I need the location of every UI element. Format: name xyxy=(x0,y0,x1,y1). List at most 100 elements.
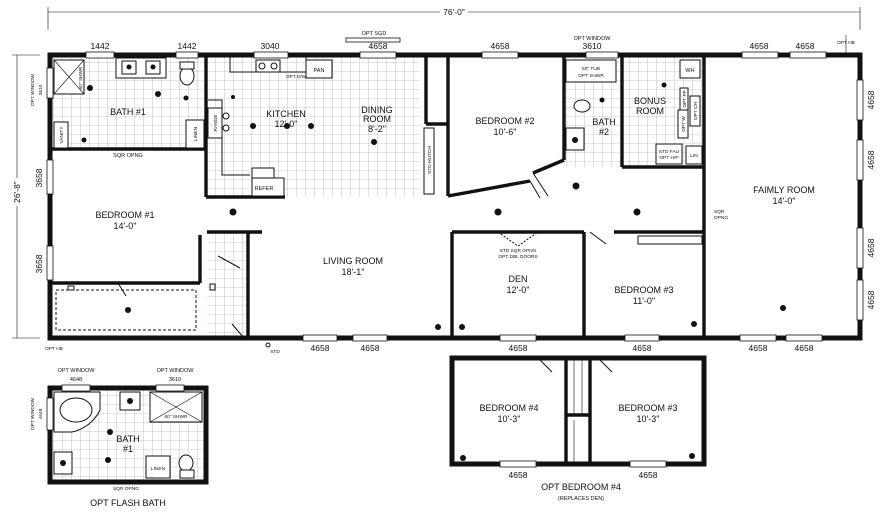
opt-bedroom4-caption: OPT BEDROOM #4 xyxy=(541,482,621,492)
std-sqr-opng-label: STD SQR OPNG xyxy=(500,248,537,254)
window-code: 4658 xyxy=(796,41,815,51)
flash-bath-room-name: BATH xyxy=(116,434,139,444)
shower-label: 60" SHWR xyxy=(78,66,84,90)
tub-label-line2: OPT SHWR xyxy=(578,73,604,79)
opt-bedroom4-subcaption: (REPLACES DEN) xyxy=(558,496,604,502)
bath2-name: BATH xyxy=(592,117,615,127)
right-windows: 4658 4658 4658 4658 xyxy=(856,79,876,321)
window-code: 4658 xyxy=(866,238,876,257)
bath1-name: BATH #1 xyxy=(110,107,146,117)
dining-name-line2: ROOM xyxy=(363,114,391,124)
flash-bath-window-left-code: 4648 xyxy=(70,377,82,383)
opt-bedroom3-size: 10'-3" xyxy=(637,414,660,424)
bonus-name: BONUS xyxy=(634,96,666,106)
den-name: DEN xyxy=(508,274,527,284)
std-fau-label: STD FAU xyxy=(659,149,680,155)
window-code: 4658 xyxy=(369,41,388,51)
linen-label: LINEN xyxy=(193,126,199,141)
top-window-codes: 1442 1442 3040 4658 4658 3610 4658 4658 … xyxy=(91,31,855,54)
opt-bedroom4-window-code: 4658 xyxy=(509,470,528,480)
main-exterior-wall xyxy=(47,52,863,341)
std-fau-label-line2: OPT H/P xyxy=(659,155,678,161)
opt-bedroom3-name: BEDROOM #3 xyxy=(618,403,677,413)
std-hutch-label: STD HUTCH xyxy=(427,146,433,174)
opt-bedroom4-size: 10'-3" xyxy=(498,414,521,424)
window-code: 3040 xyxy=(261,41,280,51)
opt-window-label: OPT WINDOW xyxy=(574,36,612,42)
flash-bath-side-window-code: 4648 xyxy=(38,408,44,419)
opt-flash-bath: OPT WINDOW 4648 OPT WINDOW 3610 OPT WIND… xyxy=(30,368,209,508)
window-code: 4658 xyxy=(311,343,330,353)
den: STD SQR OPNG OPT DBL DOORS DEN 12'-0" xyxy=(459,231,539,330)
flash-bath-room-number: #1 xyxy=(123,444,133,454)
opt-bedroom4: 4658 4658 BEDROOM #4 10'-3" BEDROOM #3 1… xyxy=(449,355,707,502)
overall-width-dimension: 76'-0" xyxy=(47,6,861,30)
window-code: 4658 xyxy=(866,290,876,309)
opt-bedroom4-window-code: 4658 xyxy=(639,470,658,480)
std-sqr-opng-label-line2: OPT DBL DOORS xyxy=(498,254,537,260)
pan-label: PAN xyxy=(314,68,325,74)
window-code: 4658 xyxy=(491,41,510,51)
flash-bath-window-left-label: OPT WINDOW xyxy=(58,368,96,374)
window-code: 3658 xyxy=(34,168,44,187)
window-code: 4658 xyxy=(361,343,380,353)
window-code: 3610 xyxy=(38,84,44,95)
window-code: 4658 xyxy=(749,343,768,353)
lin-label: LIN xyxy=(690,153,698,159)
top-windows xyxy=(85,37,827,59)
std-label: STD xyxy=(270,349,280,355)
vanity-label: VANITY xyxy=(59,126,65,144)
opt-w-label: OPT W xyxy=(681,116,687,132)
window-code: 4658 xyxy=(866,90,876,109)
overall-depth-dimension: 26'-8" xyxy=(11,54,40,339)
overall-depth-label: 26'-8" xyxy=(12,181,22,203)
range-label: RANGE xyxy=(213,114,219,131)
opt-bedroom4-name: BEDROOM #4 xyxy=(479,403,538,413)
opt-hb-label: OPT HB xyxy=(45,346,63,352)
flash-bath-sqr-opng: SQR OPNG xyxy=(113,486,139,492)
family-room: FAIMLY ROOM 14'-0" SQR OPNG xyxy=(714,185,815,311)
bedroom2-size: 10'-6" xyxy=(494,127,517,137)
bath2-bonus: 60" TUB OPT SHWR BATH #2 WH OPT FP OPT C… xyxy=(565,59,703,165)
overall-width-label: 76'-0" xyxy=(443,7,465,17)
opt-ch-label: OPT CH xyxy=(693,101,699,120)
kitchen-size: 12'-0" xyxy=(275,119,298,129)
kitchen-name: KITCHEN xyxy=(266,109,306,119)
family-room-size: 14'-0" xyxy=(773,196,796,206)
flash-bath-window-right-label: OPT WINDOW xyxy=(157,368,195,374)
window-code: 4658 xyxy=(633,343,652,353)
window-code: 3610 xyxy=(583,41,602,51)
flash-bath-side-window-label: OPT WINDOW xyxy=(30,397,36,430)
interior-walls xyxy=(52,57,706,338)
window-code: 3658 xyxy=(34,254,44,273)
bath2-number: #2 xyxy=(599,127,609,137)
flash-bath-window-right-code: 3610 xyxy=(169,377,181,383)
bedroom1-size: 14'-0" xyxy=(114,221,137,231)
window-code: 4658 xyxy=(795,343,814,353)
kitchen-fixtures: OPT D/W PAN RANGE REFER STD HUTCH KITCHE… xyxy=(207,57,435,197)
living-room-size: 18'-1" xyxy=(342,267,365,277)
opt-window-label: OPT WINDOW xyxy=(30,73,36,106)
bedroom3-name: BEDROOM #3 xyxy=(614,285,673,295)
dining-size: 8'-2" xyxy=(368,124,386,134)
window-code: 4658 xyxy=(866,150,876,169)
sqr-opng-label-line2: OPNG xyxy=(714,215,728,221)
living-room: LIVING ROOM 18'-1" xyxy=(209,182,641,339)
flash-bath-linen-label: LINEN xyxy=(151,466,166,472)
window-code: 1442 xyxy=(178,41,197,51)
opt-fp-label: OPT FP xyxy=(682,90,688,107)
window-code: 4658 xyxy=(509,343,528,353)
refer-label: REFER xyxy=(255,186,274,192)
bedroom2-name: BEDROOM #2 xyxy=(475,116,534,126)
bedroom3: BEDROOM #3 11'-0" xyxy=(589,231,703,327)
living-room-name: LIVING ROOM xyxy=(323,256,383,266)
flash-bath-shower-label: 60" SHWR xyxy=(164,414,188,420)
bedroom1: BEDROOM #1 14'-0" xyxy=(55,210,197,331)
tub-label: 60" TUB xyxy=(582,66,600,72)
bottom-windows: 4658 4658 4658 4658 4658 4658 OPT HB STD xyxy=(45,334,823,355)
family-room-name: FAIMLY ROOM xyxy=(753,185,815,195)
bedroom2: BEDROOM #2 10'-6" xyxy=(475,116,549,199)
den-size: 12'-0" xyxy=(507,285,530,295)
opt-dw-label: OPT D/W xyxy=(286,74,307,80)
